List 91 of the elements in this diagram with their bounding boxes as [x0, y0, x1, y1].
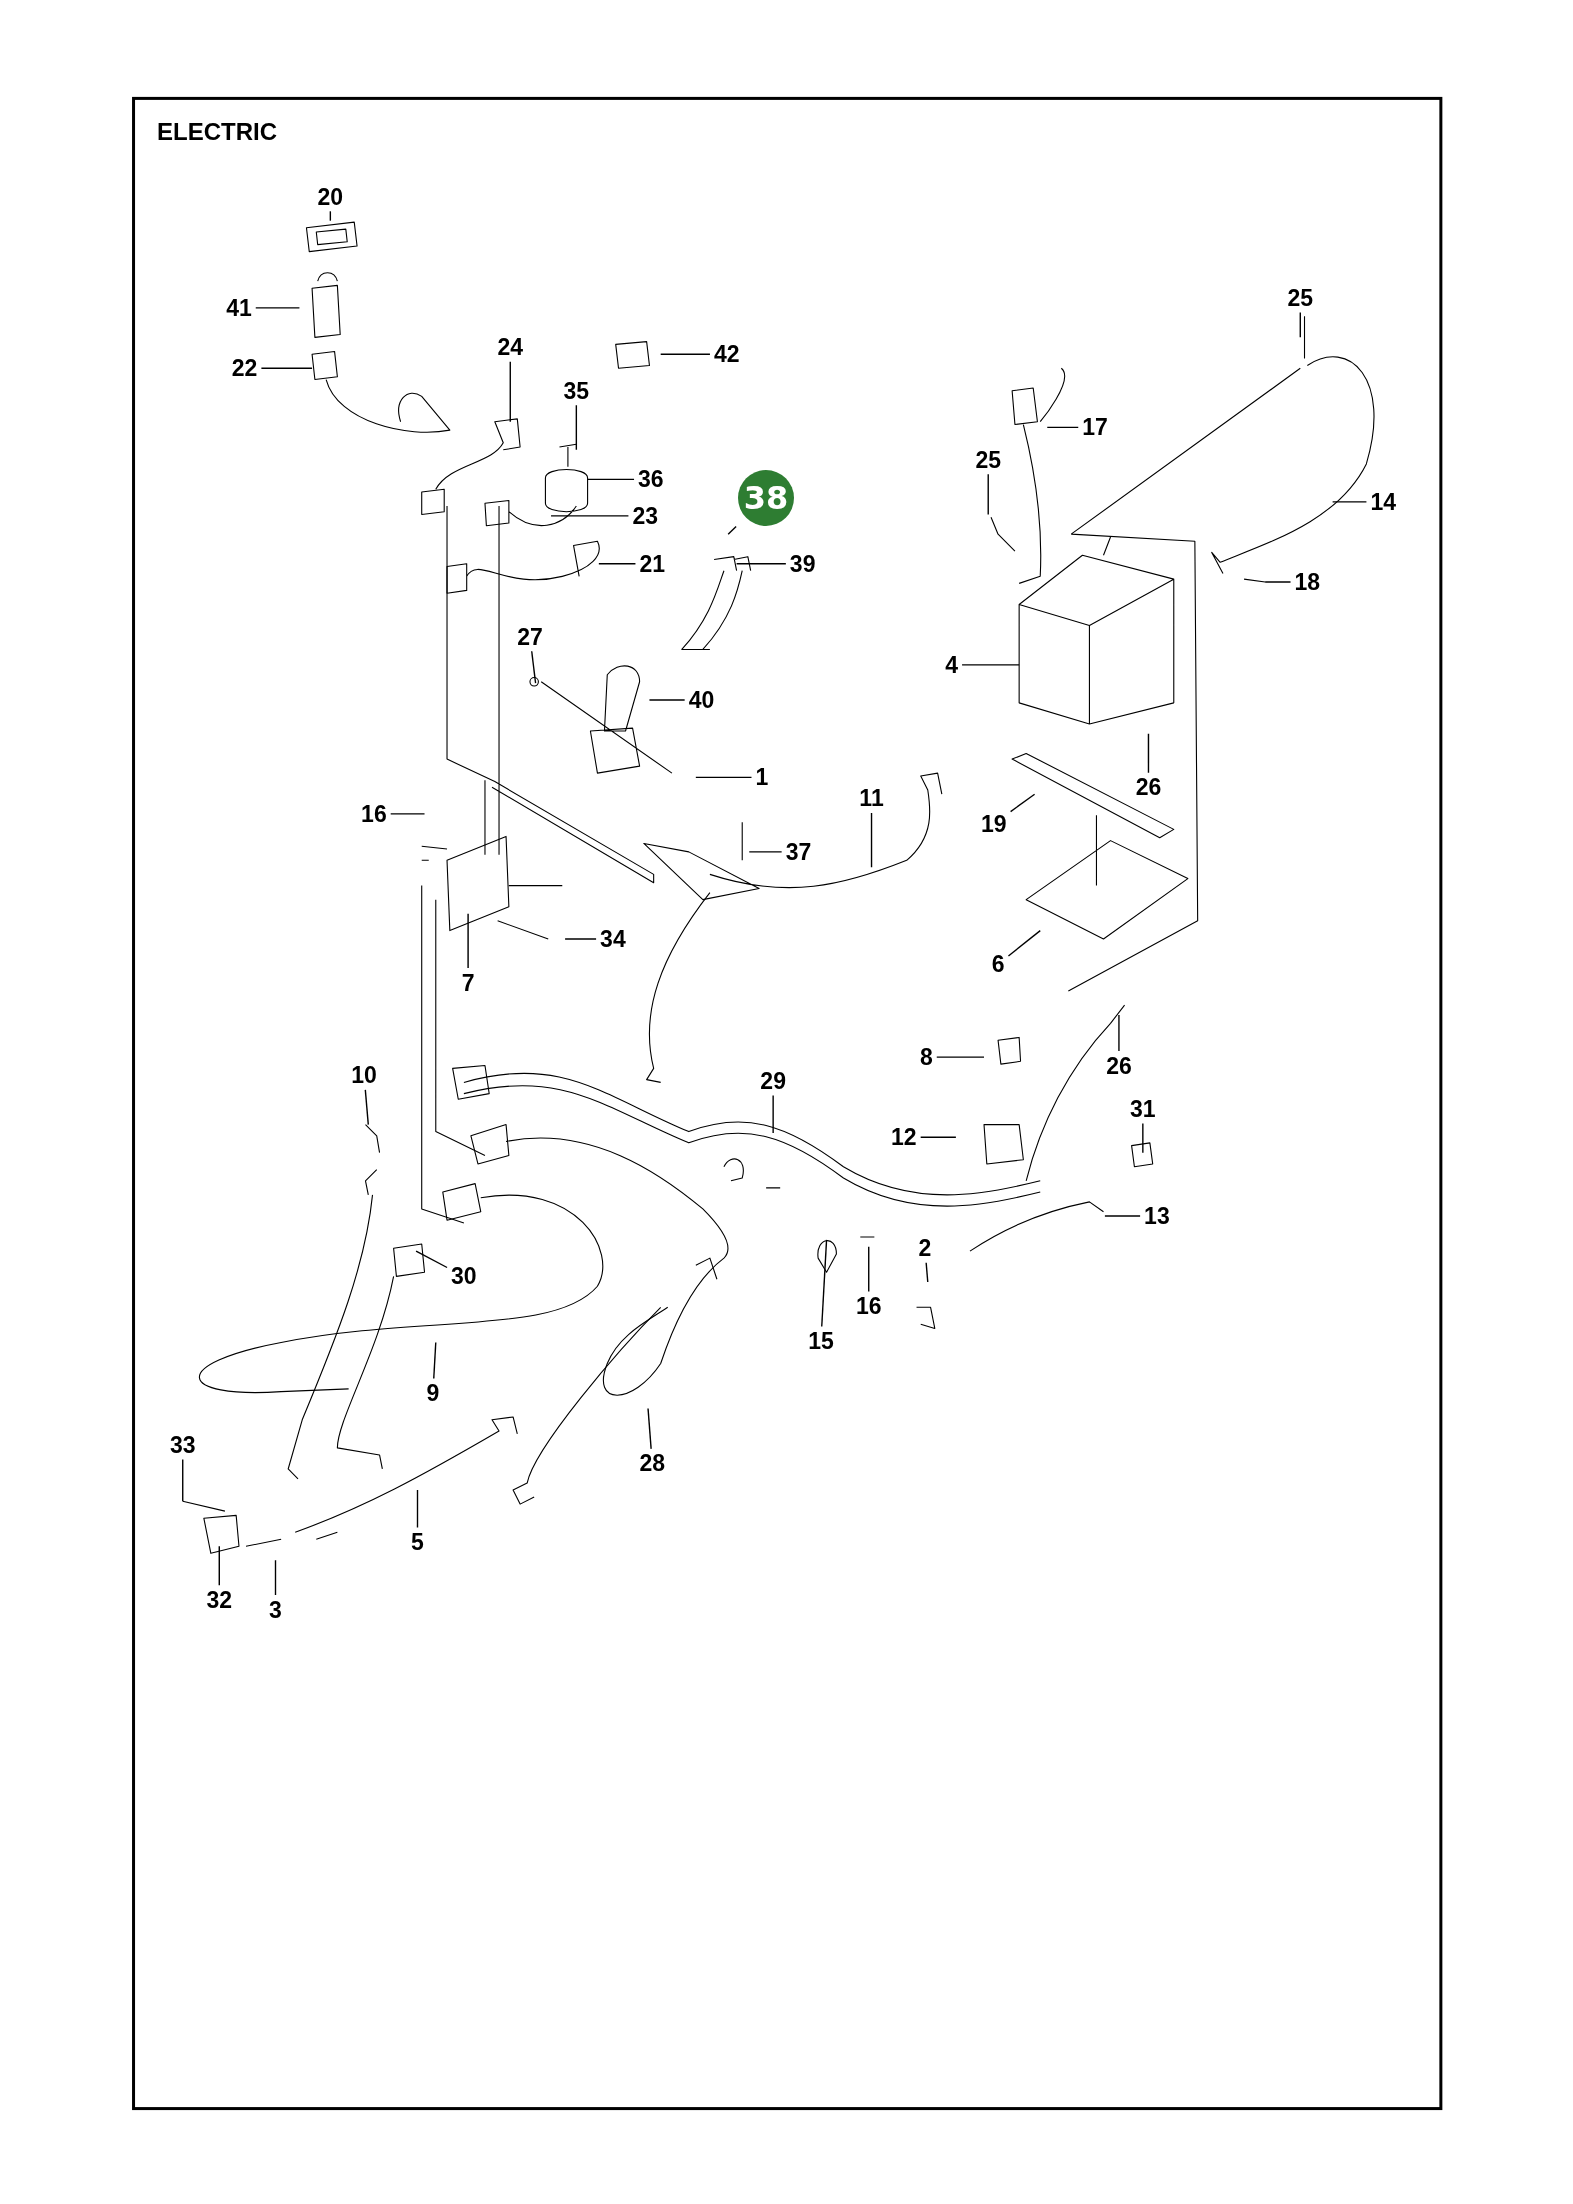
callout-number: 39 — [787, 551, 818, 577]
callout-number: 2 — [916, 1235, 934, 1261]
leader-line — [1331, 501, 1368, 503]
leader-line — [274, 1559, 277, 1596]
callout-number: 12 — [889, 1124, 919, 1150]
leader-line — [1118, 1014, 1120, 1052]
callout-number: 41 — [224, 295, 254, 321]
callout-number: 21 — [637, 551, 668, 577]
callout-number: 37 — [783, 839, 814, 865]
leader-line — [1009, 793, 1036, 813]
callout-number: 34 — [598, 926, 628, 952]
callout-number: 36 — [636, 466, 666, 492]
callout-number: 31 — [1128, 1096, 1158, 1122]
leader-line — [255, 307, 301, 309]
leader-line — [870, 812, 873, 869]
callout-number: 6 — [989, 951, 1007, 977]
leader-line — [1147, 733, 1150, 774]
callout-number: 26 — [1133, 774, 1164, 800]
leader-line — [1142, 1122, 1144, 1154]
leader-line — [575, 404, 578, 451]
callout-number: 3 — [267, 1597, 284, 1623]
leader-line — [509, 361, 511, 423]
diagram-title: ELECTRIC — [157, 118, 277, 146]
leader-line — [1104, 1215, 1141, 1217]
leader-line — [748, 851, 783, 853]
callout-number: 14 — [1368, 489, 1398, 515]
leader-line — [564, 938, 597, 940]
leader-line — [919, 1136, 957, 1138]
leader-line — [598, 563, 637, 565]
callout-number: 18 — [1292, 569, 1323, 595]
callout-number: 1 — [753, 764, 771, 790]
leader-line — [415, 1250, 448, 1269]
callout-number: 5 — [409, 1529, 426, 1555]
callout-number: 33 — [167, 1432, 198, 1458]
callout-number: 23 — [630, 503, 660, 529]
callout-number: 9 — [424, 1380, 442, 1406]
callout-number: 30 — [449, 1263, 479, 1289]
leader-line — [550, 515, 630, 517]
leader-line — [390, 813, 426, 815]
leader-line — [695, 776, 753, 779]
leader-line — [925, 1262, 929, 1283]
callout-number: 26 — [1104, 1053, 1134, 1079]
leader-line — [648, 699, 686, 701]
callout-number: 28 — [637, 1450, 668, 1476]
callout-number: 29 — [758, 1068, 788, 1094]
callout-number: 4 — [943, 652, 961, 678]
callout-number: 32 — [204, 1587, 235, 1613]
leader-line — [364, 1089, 369, 1126]
callout-number: 25 — [1285, 285, 1316, 311]
leader-line — [1299, 311, 1301, 339]
callout-badge: 38 — [738, 469, 795, 526]
leader-line — [987, 473, 989, 516]
callout-number: 8 — [917, 1044, 935, 1070]
callout-number: 17 — [1080, 414, 1110, 440]
leader-line — [936, 1056, 985, 1058]
callout-number: 10 — [349, 1062, 379, 1088]
leader-line — [735, 563, 787, 565]
leader-line — [218, 1545, 220, 1586]
callout-number: 42 — [711, 341, 742, 367]
callout-number: 13 — [1142, 1203, 1172, 1229]
callout-number: 24 — [495, 334, 526, 360]
leader-line — [531, 650, 537, 684]
callout-number: 40 — [686, 687, 717, 713]
callout-number: 16 — [853, 1293, 884, 1319]
leader-line — [467, 913, 469, 969]
leader-line — [329, 210, 332, 222]
callout-number: 35 — [561, 378, 592, 404]
callout-number: 7 — [459, 970, 477, 996]
leader-line — [961, 664, 1020, 666]
leader-line — [821, 1239, 828, 1328]
leader-line — [1007, 929, 1041, 957]
callout-number: 22 — [229, 355, 260, 381]
leader-line — [260, 367, 313, 369]
leader-line — [727, 525, 737, 535]
callout-number: 11 — [857, 785, 886, 811]
leader-line — [1264, 581, 1292, 583]
leader-line — [182, 1458, 184, 1502]
leader-line — [1046, 426, 1079, 429]
callout-number: 27 — [515, 624, 545, 650]
callout-number: 15 — [806, 1328, 836, 1354]
leader-line — [868, 1246, 870, 1293]
leader-line — [586, 478, 635, 481]
callout-number: 25 — [973, 447, 1003, 473]
leader-line — [647, 1407, 652, 1450]
callout-number: 16 — [359, 801, 389, 827]
callout-number: 20 — [315, 184, 346, 210]
callout-number: 19 — [979, 811, 1009, 837]
leader-line — [416, 1489, 419, 1529]
leader-line — [772, 1094, 774, 1134]
leader-line — [660, 353, 711, 355]
leader-line — [433, 1341, 437, 1380]
